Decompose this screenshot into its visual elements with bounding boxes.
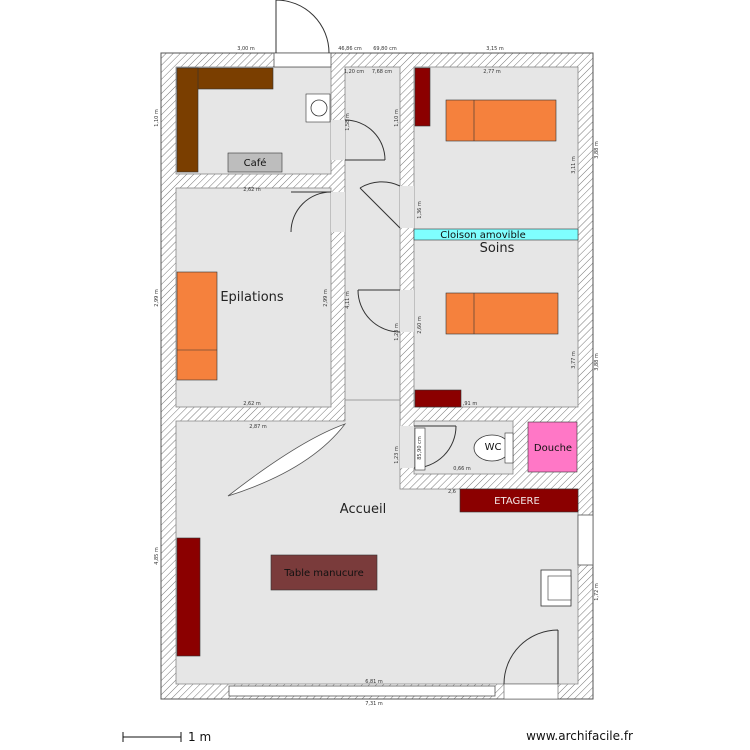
dim-label: 1,10 m (154, 109, 160, 127)
window-bottom (228, 685, 496, 697)
scale-label: 1 m (188, 730, 211, 744)
door-gap-4 (400, 290, 414, 332)
epilation-table (176, 271, 218, 381)
door-arc-epilations (290, 191, 332, 233)
soins-label: Soins (480, 241, 515, 256)
cafe-counter-side (176, 67, 199, 173)
door-gap-2 (331, 192, 345, 232)
dim-label: 4,11 m (345, 291, 351, 309)
dim-label: 1,23 m (394, 446, 400, 464)
dim-label: 2,99 m (154, 289, 160, 307)
dim-label: 1,23 m (394, 323, 400, 341)
dim-label: ,91 m (463, 401, 478, 407)
dim-label: 3,11 m (571, 156, 577, 174)
sink-basin-icon (310, 99, 328, 117)
corridor-floor (344, 66, 401, 423)
door-arc-soins-1 (359, 181, 401, 229)
wc-cistern (504, 432, 514, 464)
door-arc-cafe (344, 119, 386, 161)
entrance-step-inner (547, 575, 572, 601)
dim-label: 3,15 m (486, 46, 504, 52)
cloison-amovible (413, 228, 579, 241)
dim-label: 1,58 m (345, 113, 351, 131)
dim-label: 46,86 cm (338, 46, 362, 52)
soins-bed-2 (445, 292, 559, 335)
wc-washbasin (414, 427, 426, 471)
room-labels: Café Epilations Soins Cloison amovible W… (220, 157, 572, 579)
dim-label: 4,85 m (154, 547, 160, 565)
table-manucure (270, 554, 378, 591)
dim-label: 1,20 cm (344, 69, 364, 75)
douche (527, 421, 578, 473)
dim-label: 7,31 m (365, 701, 383, 707)
dim-label: 2,62 m (243, 187, 261, 193)
etagere-label: ETAGERE (494, 496, 540, 507)
dim-label: 6,81 m (365, 679, 383, 685)
cloison-label: Cloison amovible (440, 230, 525, 241)
door-gap-1 (331, 120, 345, 160)
dim-label: 1,72 m (594, 583, 600, 601)
doors (227, 0, 594, 700)
accueil-cabinet (176, 537, 201, 657)
window-right (577, 514, 594, 566)
dimensions: 3,00 m 46,86 cm 69,80 cm 3,15 m 1,20 cm … (154, 46, 600, 707)
cafe-label-box (227, 152, 283, 173)
scale-bar: 1 m (122, 730, 211, 744)
entrance-gap (503, 683, 559, 700)
dim-label: 3,88 m (594, 353, 600, 371)
door-arc-entrance (503, 629, 559, 685)
etagere (459, 488, 579, 513)
site-watermark: www.archifacile.fr (526, 729, 633, 743)
table-manucure-label: Table manucure (283, 568, 363, 579)
dim-label: 2,6 (448, 489, 456, 495)
furniture (176, 67, 579, 657)
dim-label: 69,80 cm (373, 46, 397, 52)
dim-label: 7,68 cm (372, 69, 392, 75)
epilations-label: Epilations (220, 290, 284, 305)
cafe-label: Café (244, 157, 267, 169)
dim-label: 85,90 cm (417, 436, 423, 460)
douche-label: Douche (534, 443, 572, 454)
door-arc-soins-2 (357, 289, 401, 333)
dim-label: 1,36 m (417, 201, 423, 219)
door-gap-5 (400, 426, 414, 468)
dim-label: 2,87 m (249, 424, 267, 430)
dim-label: 3,88 m (594, 141, 600, 159)
wc-label: WC (485, 442, 502, 453)
soins-shelf (414, 389, 462, 408)
dim-label: 2,60 m (417, 316, 423, 334)
door-gap-3 (400, 186, 414, 228)
dim-label: 2,62 m (243, 401, 261, 407)
swing-door-accueil (227, 423, 347, 497)
dim-label: 3,77 m (571, 351, 577, 369)
entry-door-top (273, 52, 332, 68)
soins-cabinet (414, 67, 431, 127)
dim-label: 3,00 m (237, 46, 255, 52)
dim-label: 0,66 m (453, 466, 471, 472)
accueil-label: Accueil (340, 502, 386, 517)
dim-label: 1,10 m (394, 109, 400, 127)
dim-label: 2,77 m (483, 69, 501, 75)
door-arc-top (275, 0, 330, 54)
dim-label: 2,99 m (323, 289, 329, 307)
soins-bed-1 (445, 99, 557, 142)
